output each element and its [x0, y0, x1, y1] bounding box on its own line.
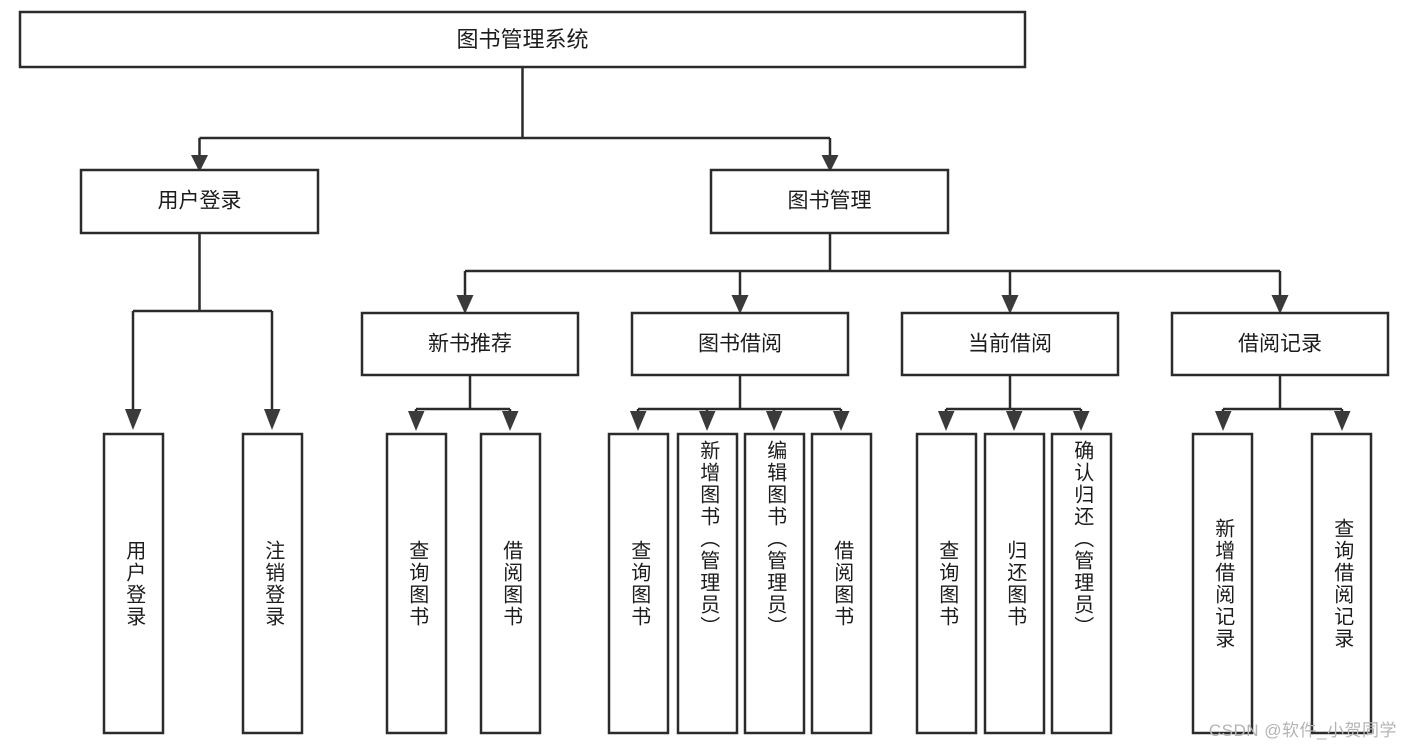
arrowhead-leaf-query-record: [1334, 411, 1351, 431]
node-new-book-recommend-label: 新书推荐: [428, 333, 512, 356]
leaf-add-record-box[interactable]: [1191, 432, 1254, 735]
node-borrow-record-label: 借阅记录: [1238, 333, 1322, 356]
arrowhead-borrow-record: [1271, 295, 1289, 314]
arrowhead-leaf-query-book-2: [630, 411, 647, 431]
node-new-book-recommend-box[interactable]: [360, 311, 580, 377]
arrowhead-leaf-borrow-book-2: [833, 411, 850, 431]
arrowhead-leaf-query-book-1: [408, 411, 425, 431]
leaf-return-book-box[interactable]: [983, 432, 1046, 735]
connector-group: [125, 67, 1351, 431]
arrowhead-user-login: [191, 155, 208, 172]
leaf-logout-login-box[interactable]: [241, 432, 304, 735]
leaf-user-login-box[interactable]: [102, 432, 165, 735]
arrowhead-book-borrow: [731, 295, 749, 314]
node-current-borrow[interactable]: 当前借阅: [900, 311, 1120, 377]
leaf-borrow-book-1-box[interactable]: [479, 432, 542, 735]
node-book-management[interactable]: 图书管理: [709, 168, 950, 235]
node-borrow-record[interactable]: 借阅记录: [1170, 311, 1390, 377]
node-book-borrow[interactable]: 图书借阅: [630, 311, 850, 377]
node-user-login-label: 用户登录: [158, 190, 242, 213]
leaf-add-book-box[interactable]: [676, 432, 739, 735]
arrowhead-leaf-user-login: [125, 409, 142, 430]
leaf-box-group: [102, 432, 1373, 735]
arrowhead-leaf-confirm-return: [1073, 411, 1090, 431]
arrowhead-leaf-add-book: [699, 411, 716, 431]
node-new-book-recommend[interactable]: 新书推荐: [360, 311, 580, 377]
leaf-confirm-return-box[interactable]: [1050, 432, 1113, 735]
node-current-borrow-label: 当前借阅: [968, 333, 1052, 356]
node-current-borrow-box[interactable]: [900, 311, 1120, 377]
leaf-query-book-3-box[interactable]: [915, 432, 978, 735]
node-borrow-record-box[interactable]: [1170, 311, 1390, 377]
arrowhead-leaf-logout-login: [264, 409, 281, 430]
node-book-management-box[interactable]: [709, 168, 950, 235]
node-book-management-label: 图书管理: [788, 190, 872, 213]
leaf-borrow-book-2-box[interactable]: [810, 432, 873, 735]
node-book-borrow-label: 图书借阅: [698, 333, 782, 356]
node-root-box[interactable]: [18, 10, 1027, 69]
leaf-edit-book-box[interactable]: [743, 432, 806, 735]
leaf-query-record-box[interactable]: [1310, 432, 1373, 735]
arrowhead-leaf-borrow-book-1: [502, 411, 519, 431]
leaf-query-book-1-box[interactable]: [385, 432, 448, 735]
arrowhead-leaf-add-record: [1215, 411, 1232, 431]
node-root[interactable]: 图书管理系统: [18, 10, 1027, 69]
leaf-query-book-2-box[interactable]: [607, 432, 670, 735]
arrowhead-book-management: [821, 155, 839, 172]
arrowhead-leaf-query-book-3: [938, 411, 955, 431]
arrowhead-leaf-edit-book: [766, 411, 783, 431]
watermark-text: CSDN @软件_小贺同学: [1208, 721, 1397, 740]
node-root-label: 图书管理系统: [456, 27, 588, 52]
arrowhead-new-book-recommend: [456, 295, 474, 314]
node-user-login-box[interactable]: [79, 168, 320, 235]
arrowhead-leaf-return-book: [1006, 411, 1023, 431]
node-user-login[interactable]: 用户登录: [79, 168, 320, 235]
node-book-borrow-box[interactable]: [630, 311, 850, 377]
arrowhead-current-borrow: [1001, 295, 1019, 314]
